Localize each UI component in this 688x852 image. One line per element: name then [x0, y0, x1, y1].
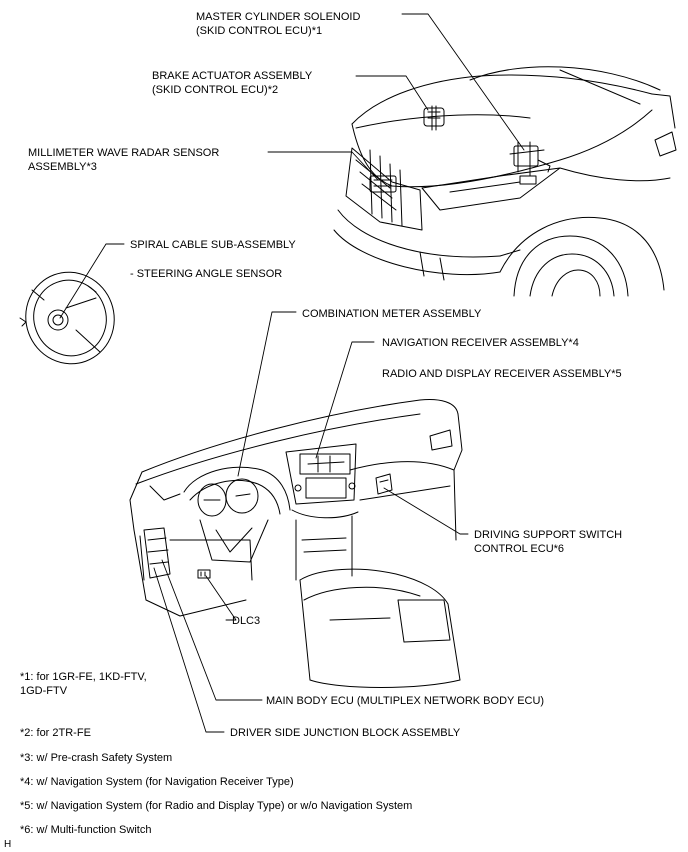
label-radio-display-receiver-assembly: RADIO AND DISPLAY RECEIVER ASSEMBLY*5	[382, 368, 622, 380]
label-master-cylinder-solenoid: MASTER CYLINDER SOLENOID (SKID CONTROL E…	[196, 11, 361, 37]
junction-block-part	[139, 527, 171, 581]
leader-navigation-receiver	[315, 341, 375, 459]
vehicle-front-illustration	[333, 66, 677, 297]
label-steering-angle-sensor: - STEERING ANGLE SENSOR	[130, 268, 283, 280]
dashboard-illustration	[129, 399, 463, 688]
leader-driving-support	[383, 487, 469, 535]
label-brake-actuator-assembly: BRAKE ACTUATOR ASSEMBLY (SKID CONTROL EC…	[152, 70, 313, 96]
leader-dlc3	[205, 575, 237, 621]
footnote-6: *6: w/ Multi-function Switch	[20, 824, 152, 836]
label-millimeter-wave-radar-sensor: MILLIMETER WAVE RADAR SENSOR ASSEMBLY*3	[28, 147, 220, 173]
leader-brake-actuator	[355, 75, 429, 111]
leader-main-body-ecu	[161, 559, 263, 701]
footnote-3: *3: w/ Pre-crash Safety System	[20, 752, 173, 764]
label-driver-side-junction-block: DRIVER SIDE JUNCTION BLOCK ASSEMBLY	[230, 727, 461, 739]
label-driving-support-switch-ecu: DRIVING SUPPORT SWITCH CONTROL ECU*6	[474, 529, 623, 555]
label-dlc3: DLC3	[232, 615, 261, 627]
leader-spiral-cable	[59, 243, 125, 319]
brake-actuator-part	[423, 105, 445, 131]
leader-junction-block	[153, 567, 225, 733]
leader-master-cylinder	[401, 13, 525, 151]
leader-combination-meter	[237, 311, 297, 477]
leader-radar-sensor	[267, 151, 379, 181]
corner-mark: H	[4, 839, 12, 850]
label-navigation-receiver-assembly: NAVIGATION RECEIVER ASSEMBLY*4	[382, 337, 579, 349]
footnote-4: *4: w/ Navigation System (for Navigation…	[20, 776, 294, 788]
steering-wheel-illustration	[19, 271, 115, 365]
label-combination-meter-assembly: COMBINATION METER ASSEMBLY	[302, 308, 482, 320]
dlc3-part	[197, 569, 211, 579]
footnote-5: *5: w/ Navigation System (for Radio and …	[20, 800, 413, 812]
leader-lines	[59, 13, 525, 733]
radar-sensor-part	[369, 175, 397, 193]
driving-support-switch-part	[375, 473, 393, 495]
combination-meter-part	[197, 478, 259, 517]
footnote-1: *1: for 1GR-FE, 1KD-FTV, 1GD-FTV	[20, 671, 147, 697]
footnote-2: *2: for 2TR-FE	[20, 727, 91, 739]
master-cylinder-part	[509, 141, 551, 185]
navigation-receiver-part	[294, 453, 356, 499]
label-spiral-cable-sub-assembly: SPIRAL CABLE SUB-ASSEMBLY	[130, 239, 296, 251]
label-main-body-ecu: MAIN BODY ECU (MULTIPLEX NETWORK BODY EC…	[266, 695, 545, 707]
